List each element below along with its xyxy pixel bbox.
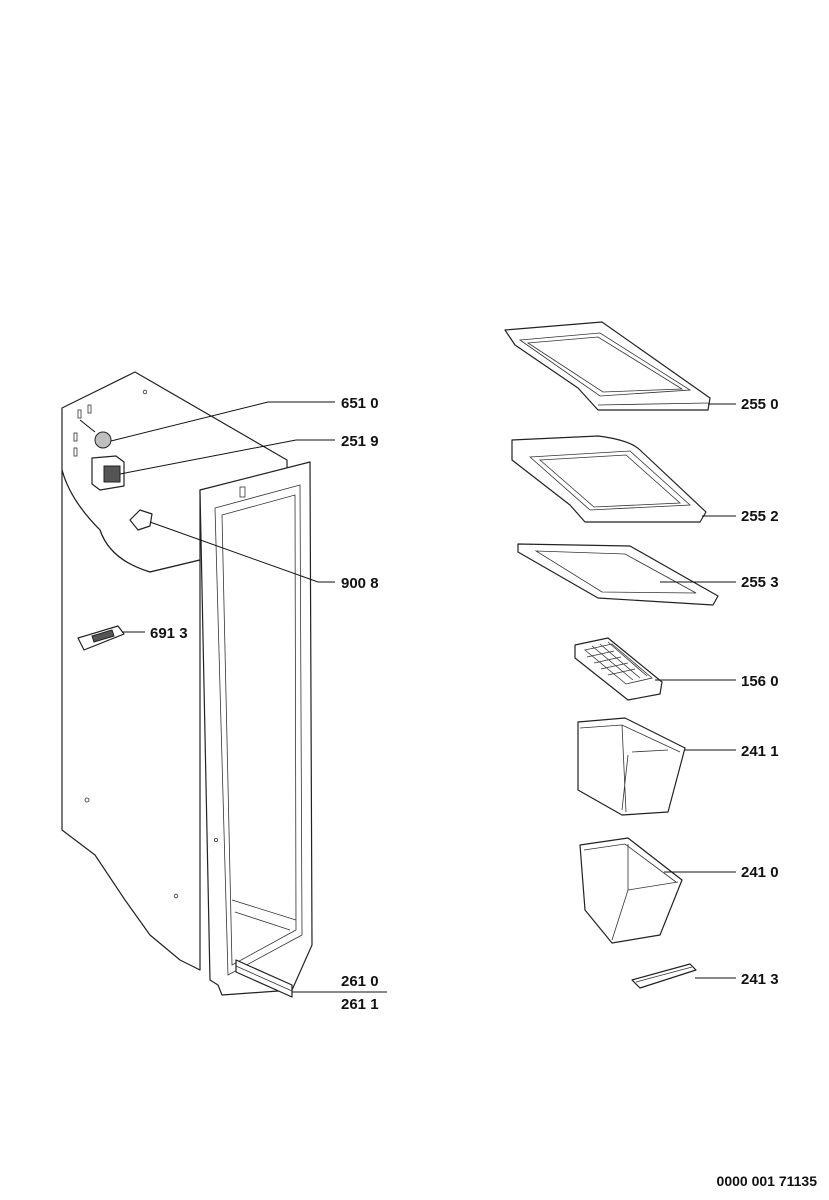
- bin-2411: [577, 717, 686, 816]
- shelf-2552: [511, 435, 707, 523]
- shelf-2553: [517, 543, 719, 606]
- ice-tray-1560: [574, 637, 663, 701]
- callout-2553: 255 3: [741, 574, 779, 591]
- callout-2552: 255 2: [741, 508, 779, 525]
- callout-6913: 691 3: [150, 625, 188, 642]
- callout-9008: 900 8: [341, 575, 379, 592]
- callout-2410: 241 0: [741, 864, 779, 881]
- callout-6510: 651 0: [341, 395, 379, 412]
- callout-2550: 255 0: [741, 396, 779, 413]
- callout-2413: 241 3: [741, 971, 779, 988]
- leader-lines: [110, 401, 736, 993]
- callout-2610: 261 0: [341, 973, 379, 990]
- shelf-2550: [504, 321, 711, 411]
- callout-1560: 156 0: [741, 673, 779, 690]
- callout-2411: 241 1: [741, 743, 779, 760]
- clip-part: [129, 509, 153, 531]
- callout-2519: 251 9: [341, 433, 379, 450]
- lamp-part: [79, 419, 112, 449]
- switch-part: [91, 455, 125, 491]
- thermostat-part: [77, 625, 125, 651]
- callout-2611: 261 1: [341, 996, 379, 1013]
- document-number: 0000 001 71135: [717, 1173, 818, 1189]
- bin-2410: [579, 837, 683, 944]
- fridge-cabinet: [61, 371, 313, 998]
- strip-2413: [631, 963, 697, 989]
